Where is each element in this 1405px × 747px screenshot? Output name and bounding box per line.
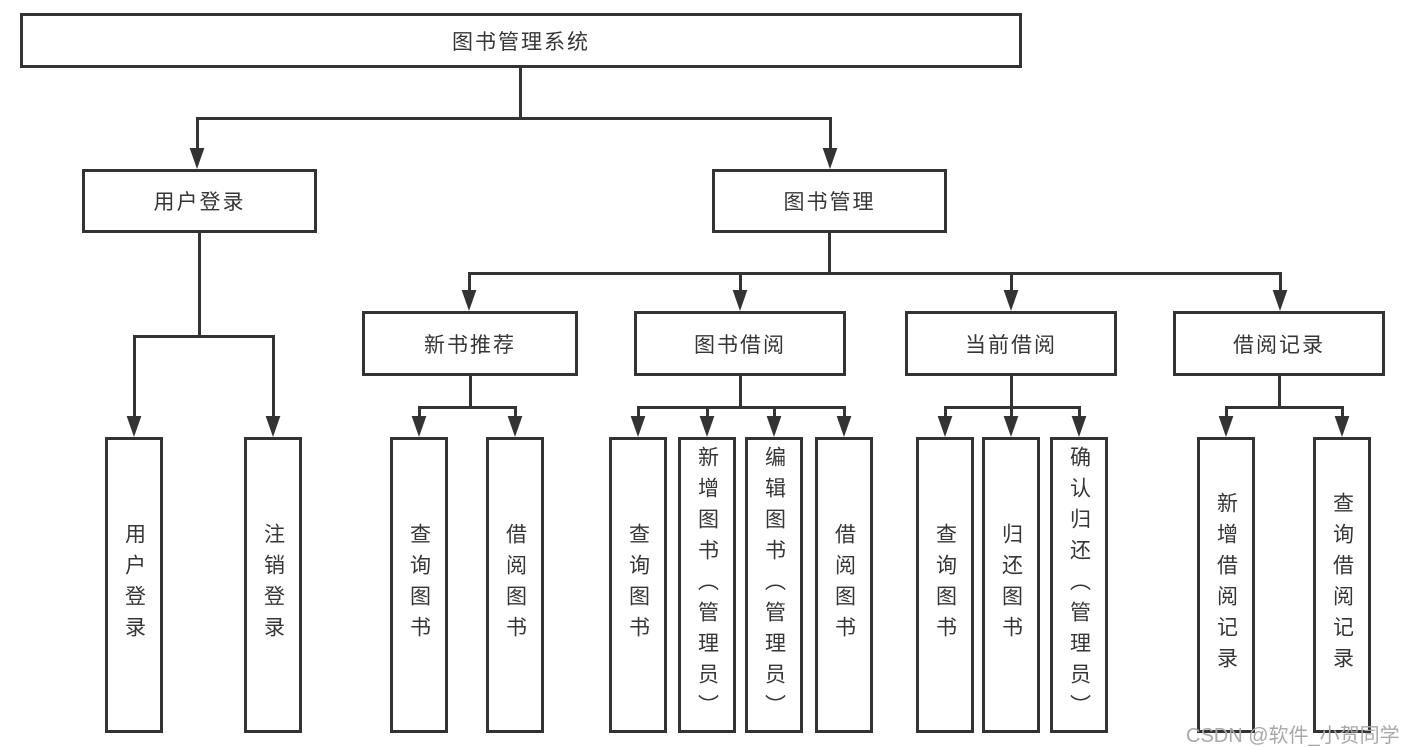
node-root-label: 图书管理系统 [452, 30, 590, 54]
leaf-logout-label: 注销登录 [261, 523, 285, 647]
arrowhead-icon [1272, 290, 1288, 311]
connector [829, 117, 832, 151]
connector [1010, 406, 1013, 418]
node-new-book-recommend-label: 新书推荐 [424, 333, 516, 357]
connector [133, 335, 275, 338]
arrowhead-icon [126, 416, 142, 437]
arrowhead-icon [1003, 290, 1019, 311]
arrowhead-icon [732, 290, 748, 311]
connector [1279, 272, 1282, 293]
leaf-borrow-book-borrow-label: 借阅图书 [832, 523, 856, 647]
arrowhead-icon [189, 148, 205, 169]
leaf-query-book-recommend: 查询图书 [390, 437, 448, 733]
leaf-borrow-book-borrow: 借阅图书 [815, 437, 873, 733]
connector [637, 406, 846, 409]
connector [196, 117, 199, 151]
leaf-confirm-return-admin-label: 确认归还（管理员） [1067, 445, 1091, 725]
leaf-query-book-recommend-label: 查询图书 [407, 523, 431, 647]
leaf-add-borrow-record-label: 新增借阅记录 [1214, 492, 1238, 678]
connector [843, 406, 846, 418]
arrowhead-icon [836, 416, 852, 437]
node-borrow-records: 借阅记录 [1173, 311, 1385, 376]
connector [468, 272, 471, 293]
connector [133, 335, 136, 418]
node-current-borrow-label: 当前借阅 [965, 333, 1057, 357]
arrowhead-icon [1218, 416, 1234, 437]
arrowhead-icon [937, 416, 953, 437]
leaf-borrow-book-recommend: 借阅图书 [486, 437, 544, 733]
connector [198, 233, 201, 337]
node-user-login: 用户登录 [82, 169, 317, 233]
connector [1010, 272, 1013, 293]
node-book-borrow-label: 图书借阅 [694, 333, 786, 357]
arrowhead-icon [265, 416, 281, 437]
watermark: CSDN @软件_小贺同学 [1186, 725, 1400, 747]
connector [773, 406, 776, 418]
arrowhead-icon [1003, 416, 1019, 437]
node-book-management: 图书管理 [712, 169, 947, 233]
connector [739, 376, 742, 408]
connector [519, 68, 522, 118]
leaf-query-book-borrow-label: 查询图书 [626, 523, 650, 647]
node-root: 图书管理系统 [20, 13, 1022, 68]
connector [1225, 406, 1228, 418]
leaf-query-book-current: 查询图书 [916, 437, 974, 733]
arrowhead-icon [766, 416, 782, 437]
connector [828, 233, 831, 274]
arrowhead-icon [1071, 416, 1087, 437]
leaf-confirm-return-admin: 确认归还（管理员） [1050, 437, 1108, 733]
arrowhead-icon [411, 416, 427, 437]
leaf-borrow-book-recommend-label: 借阅图书 [503, 523, 527, 647]
leaf-query-borrow-record-label: 查询借阅记录 [1330, 492, 1354, 678]
arrowhead-icon [1334, 416, 1350, 437]
leaf-user-login-label: 用户登录 [122, 523, 146, 647]
connector [514, 406, 517, 418]
leaf-query-borrow-record: 查询借阅记录 [1313, 437, 1371, 733]
connector [944, 406, 947, 418]
node-book-management-label: 图书管理 [783, 191, 876, 214]
connector [637, 406, 640, 418]
connector [272, 335, 275, 418]
connector [418, 406, 517, 409]
arrowhead-icon [822, 148, 838, 169]
node-new-book-recommend: 新书推荐 [362, 311, 578, 376]
connector [1078, 406, 1081, 418]
connector [739, 272, 742, 293]
leaf-return-book-label: 归还图书 [999, 523, 1023, 647]
leaf-add-book-admin: 新增图书（管理员） [678, 437, 736, 733]
leaf-query-book-current-label: 查询图书 [933, 523, 957, 647]
leaf-add-borrow-record: 新增借阅记录 [1197, 437, 1255, 733]
connector [469, 376, 472, 408]
leaf-edit-book-admin-label: 编辑图书（管理员） [762, 445, 786, 725]
leaf-query-book-borrow: 查询图书 [609, 437, 667, 733]
node-borrow-records-label: 借阅记录 [1233, 333, 1325, 357]
connector [418, 406, 421, 418]
arrowhead-icon [461, 290, 477, 311]
leaf-logout: 注销登录 [244, 437, 302, 733]
node-user-login-label: 用户登录 [153, 191, 246, 214]
leaf-return-book: 归还图书 [982, 437, 1040, 733]
connector [1341, 406, 1344, 418]
connector [1278, 376, 1281, 408]
leaf-add-book-admin-label: 新增图书（管理员） [695, 445, 719, 725]
connector [1010, 376, 1013, 408]
node-book-borrow: 图书借阅 [634, 311, 846, 376]
arrowhead-icon [630, 416, 646, 437]
connector [468, 272, 1282, 275]
arrowhead-icon [507, 416, 523, 437]
leaf-edit-book-admin: 编辑图书（管理员） [745, 437, 803, 733]
node-current-borrow: 当前借阅 [905, 311, 1117, 376]
connector [196, 117, 832, 120]
connector [706, 406, 709, 418]
leaf-user-login: 用户登录 [105, 437, 163, 733]
arrowhead-icon [699, 416, 715, 437]
connector [1225, 406, 1344, 409]
